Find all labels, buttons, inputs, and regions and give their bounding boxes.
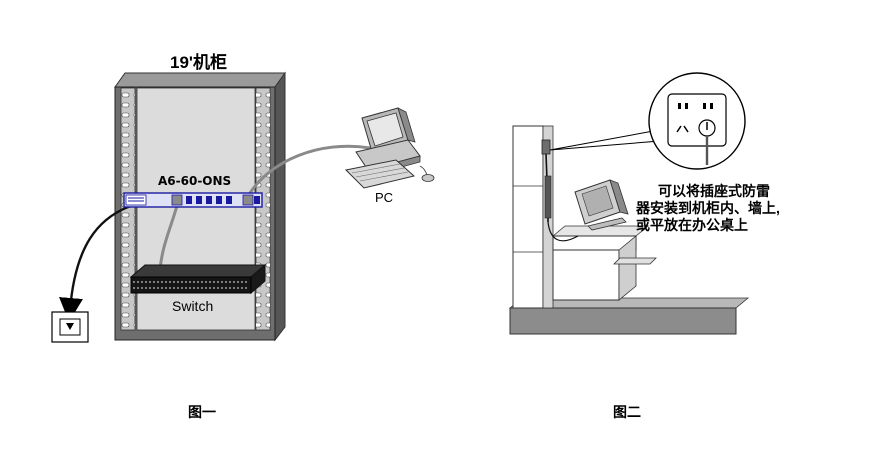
figure1-caption: 图一 bbox=[188, 404, 216, 420]
cabinet-label: 19'机柜 bbox=[170, 53, 227, 72]
installation-note-line-2: 器安装到机柜内、墙上, bbox=[636, 200, 780, 216]
figure2-caption: 图二 bbox=[613, 404, 641, 420]
pc-label: PC bbox=[375, 190, 394, 205]
lightning-protector-device bbox=[123, 192, 263, 208]
installation-note-line-1: 可以将插座式防雷 bbox=[658, 183, 770, 199]
pc-computer bbox=[344, 107, 435, 189]
desk bbox=[551, 225, 657, 301]
device-to-switch-cable bbox=[158, 201, 180, 271]
switch-label: Switch bbox=[172, 298, 214, 314]
installation-note-line-3: 或平放在办公桌上 bbox=[636, 217, 748, 233]
device-port bbox=[171, 194, 183, 206]
device-label: A6-60-ONS bbox=[158, 174, 232, 188]
power-strip-face bbox=[667, 93, 727, 147]
right-rail-holes bbox=[256, 88, 270, 330]
ground-cable bbox=[59, 201, 141, 322]
device-to-pc-cable bbox=[246, 144, 371, 197]
wall-socket bbox=[51, 311, 89, 343]
network-switch bbox=[129, 263, 267, 295]
device-port bbox=[242, 194, 254, 206]
desk-monitor bbox=[574, 179, 629, 231]
installed-protector bbox=[541, 139, 579, 242]
socket-callout bbox=[549, 72, 746, 170]
left-rail-holes bbox=[121, 88, 135, 330]
